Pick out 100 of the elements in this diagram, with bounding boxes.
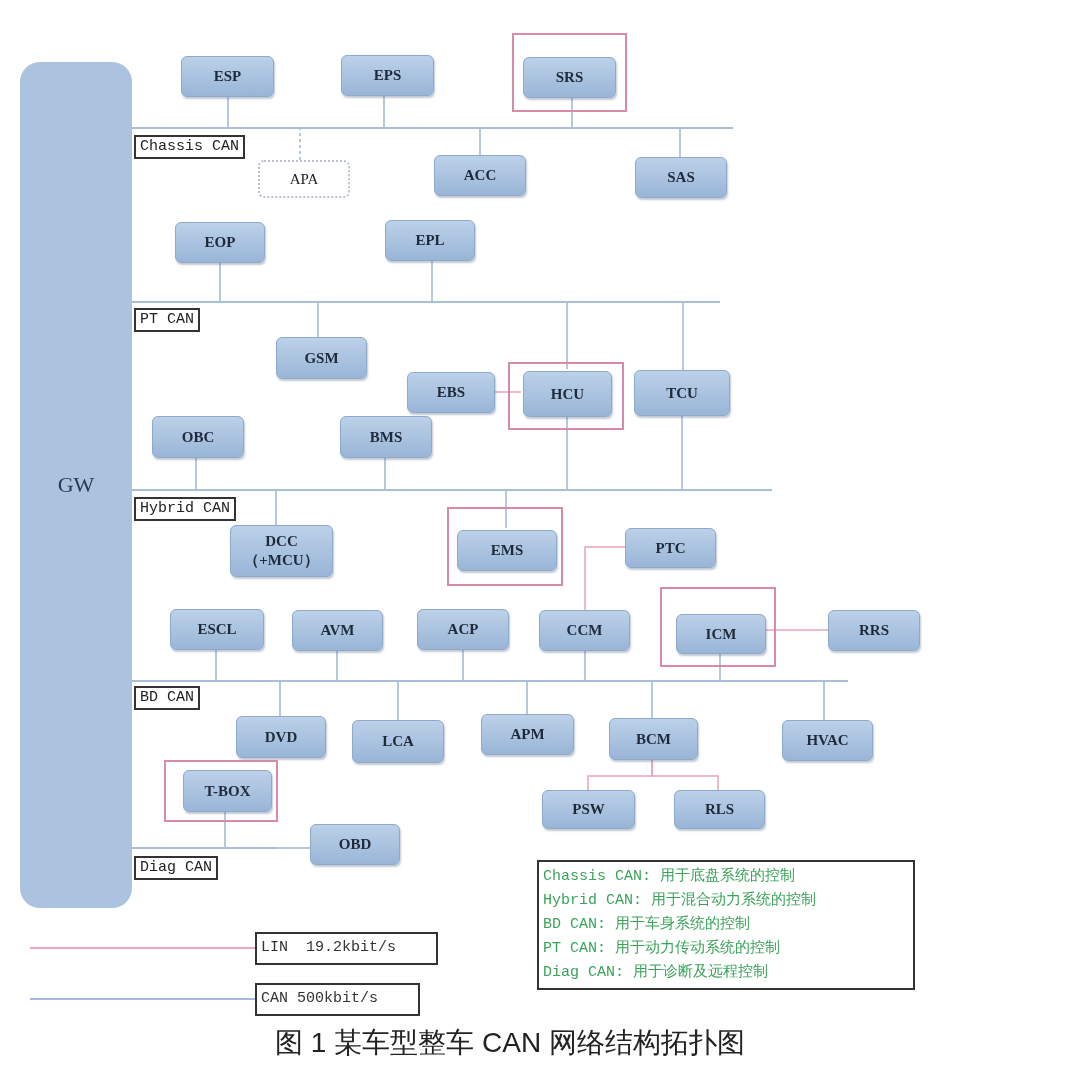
can-line	[462, 649, 464, 681]
ecu-box	[175, 222, 265, 263]
ecu-box	[417, 609, 509, 650]
can-line	[317, 302, 319, 338]
bus-label: Chassis CAN	[134, 135, 246, 159]
legend-label: CAN 500kbit/s	[255, 983, 421, 1016]
node-label: CCM	[566, 621, 603, 640]
node-label: OBD	[338, 835, 372, 854]
bus-line	[132, 127, 733, 129]
can-line	[397, 681, 399, 721]
can-line	[682, 302, 684, 371]
can-line	[431, 260, 433, 302]
node-label: ESCL	[197, 620, 237, 639]
node-label: BMS	[369, 427, 403, 447]
node-label: ESP	[213, 67, 242, 86]
highlight-frame	[512, 33, 627, 112]
ecu-box	[152, 416, 244, 458]
note-text: PT CAN: 用于动力传动系统的控制	[543, 938, 781, 959]
can-line	[279, 681, 281, 717]
node-label: HCU	[550, 384, 585, 404]
node-label: SRS	[555, 68, 584, 87]
lin-line	[651, 759, 719, 791]
node-label: PSW	[572, 800, 605, 819]
ecu-box	[181, 56, 274, 97]
node-label: SAS	[667, 168, 695, 187]
bus-label: PT CAN	[134, 308, 200, 332]
node-label: EBS	[436, 383, 466, 402]
node-label: BCM	[636, 729, 671, 749]
node-label: ACP	[447, 620, 479, 639]
can-line	[584, 650, 586, 681]
bus-line	[132, 301, 720, 303]
can-line	[505, 490, 507, 529]
highlight-frame	[447, 507, 563, 586]
ecu-box	[782, 720, 873, 761]
node-label: GW	[57, 471, 95, 499]
node-label: APA	[289, 169, 319, 189]
can-line	[823, 681, 825, 721]
ecu-box	[542, 790, 635, 829]
ecu-box	[236, 716, 326, 758]
can-line	[384, 457, 386, 490]
node-label: GSM	[304, 348, 339, 368]
node-label: OBC	[181, 427, 215, 447]
ecu-box	[457, 530, 557, 571]
can-line	[215, 649, 217, 681]
bus-line	[132, 847, 277, 849]
node-label: EMS	[490, 541, 524, 560]
ecu-box	[634, 370, 730, 416]
ecu-box	[341, 55, 434, 96]
node-label: AVM	[320, 621, 355, 640]
ecu-box	[523, 57, 616, 98]
ecu-box	[481, 714, 574, 755]
note-text: Diag CAN: 用于诊断及远程控制	[543, 962, 769, 983]
node-label: PTC	[655, 538, 686, 558]
node-label: RLS	[704, 800, 735, 819]
highlight-frame	[164, 760, 278, 822]
ecu-box	[434, 155, 526, 196]
ecu-box	[828, 610, 920, 651]
ecu-box	[292, 610, 383, 651]
node-label: DVD	[264, 727, 298, 747]
ecu-box	[635, 157, 727, 198]
gateway-box	[20, 62, 132, 908]
ecu-box	[407, 372, 495, 413]
can-line	[276, 847, 311, 849]
caption: 图 1 某车型整车 CAN 网络结构拓扑图	[274, 1026, 746, 1060]
node-label: EOP	[204, 233, 236, 252]
can-line	[336, 650, 338, 681]
note-text: Hybrid CAN: 用于混合动力系统的控制	[543, 890, 818, 911]
ecu-box	[258, 160, 350, 198]
ecu-box	[676, 614, 766, 654]
ecu-box	[183, 770, 272, 812]
node-label: DCC （+MCU）	[243, 532, 320, 570]
bus-label: BD CAN	[134, 686, 200, 710]
legend-label: LIN 19.2kbit/s	[255, 932, 439, 965]
bus-line	[132, 489, 772, 491]
can-line	[566, 302, 568, 370]
ecu-box	[385, 220, 475, 261]
can-line	[227, 96, 229, 128]
ecu-box	[609, 718, 698, 760]
node-label: RRS	[859, 621, 889, 640]
node-label: ICM	[705, 624, 737, 644]
can-line	[275, 490, 277, 526]
ecu-box	[674, 790, 765, 829]
ecu-box	[523, 371, 612, 417]
can-line	[219, 262, 221, 302]
ecu-box	[230, 525, 333, 577]
can-line	[195, 457, 197, 490]
node-label: LCA	[382, 732, 414, 751]
can-line	[679, 128, 681, 158]
note-text: Chassis CAN: 用于底盘系统的控制	[543, 866, 797, 887]
lin-line	[584, 546, 626, 611]
can-line	[681, 415, 683, 490]
node-label: APM	[510, 725, 545, 744]
node-label: TCU	[666, 383, 698, 403]
lin-line	[494, 391, 522, 393]
node-label: ACC	[463, 166, 497, 185]
bus-label: Diag CAN	[134, 856, 218, 880]
ecu-box	[310, 824, 400, 865]
bus-label: Hybrid CAN	[134, 497, 236, 521]
can-line	[383, 95, 385, 128]
ecu-box	[340, 416, 432, 458]
